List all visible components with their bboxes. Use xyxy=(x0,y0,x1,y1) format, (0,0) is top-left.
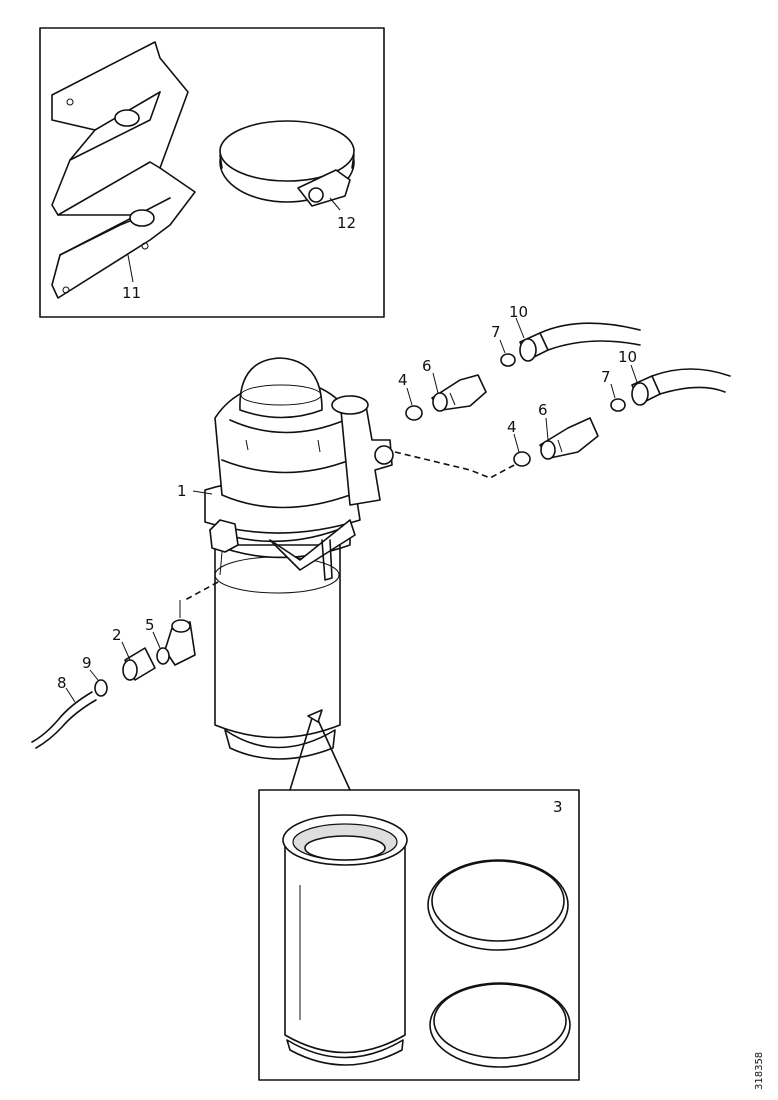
callout-6b: 6 xyxy=(538,401,548,419)
callouts-main: 1 2 5 9 8 4 6 7 10 4 6 7 10 xyxy=(57,303,637,692)
seal-part-7b xyxy=(610,398,626,412)
seal-ring-part-4b xyxy=(513,451,531,467)
callout-7a: 7 xyxy=(491,323,501,341)
hose-union-part-10 xyxy=(519,322,641,362)
adapter-part-6 xyxy=(431,374,487,412)
callout-7b: 7 xyxy=(601,368,611,386)
callout-4b: 4 xyxy=(507,418,517,436)
filter-assembly-part-1 xyxy=(204,357,394,760)
hose-clamp-part-12 xyxy=(219,120,355,211)
seal-part-7 xyxy=(500,353,516,367)
zoom-leader xyxy=(289,717,351,791)
callout-10b: 10 xyxy=(618,348,637,366)
filter-element-part-3 xyxy=(282,814,408,1066)
hose-union-part-10b xyxy=(631,368,731,406)
callout-2: 2 xyxy=(112,626,122,644)
adapter-part-6b xyxy=(539,417,599,460)
o-ring-large xyxy=(427,859,569,951)
connection-line-outlet xyxy=(394,451,521,479)
drain-fittings xyxy=(31,619,196,749)
leader-lines xyxy=(65,317,638,703)
callout-9: 9 xyxy=(82,654,92,672)
union-part-2 xyxy=(122,647,156,681)
callout-10a: 10 xyxy=(509,303,528,321)
document-id: 318358 xyxy=(754,1051,765,1090)
callout-12: 12 xyxy=(337,214,356,232)
inset-bracket-clamp: 11 12 xyxy=(39,27,385,318)
callout-11: 11 xyxy=(122,284,141,302)
inset-filter-element: 3 xyxy=(258,789,580,1081)
callout-5: 5 xyxy=(145,616,155,634)
elbow-part-3 xyxy=(164,619,196,666)
connection-line-drain xyxy=(184,581,219,601)
fitting-set-upper xyxy=(405,322,641,421)
callout-3: 3 xyxy=(553,798,563,816)
callout-4a: 4 xyxy=(398,371,408,389)
seal-ring-part-4 xyxy=(405,405,423,421)
o-ring-small xyxy=(429,982,571,1068)
callout-6a: 6 xyxy=(422,357,432,375)
fitting-set-lower xyxy=(513,368,731,467)
callout-1: 1 xyxy=(177,482,187,500)
bracket-part-11 xyxy=(51,41,196,299)
seal-part-5 xyxy=(156,647,170,665)
seal-part-9 xyxy=(94,679,108,697)
callout-8: 8 xyxy=(57,674,67,692)
pipe-part-8 xyxy=(31,691,97,749)
